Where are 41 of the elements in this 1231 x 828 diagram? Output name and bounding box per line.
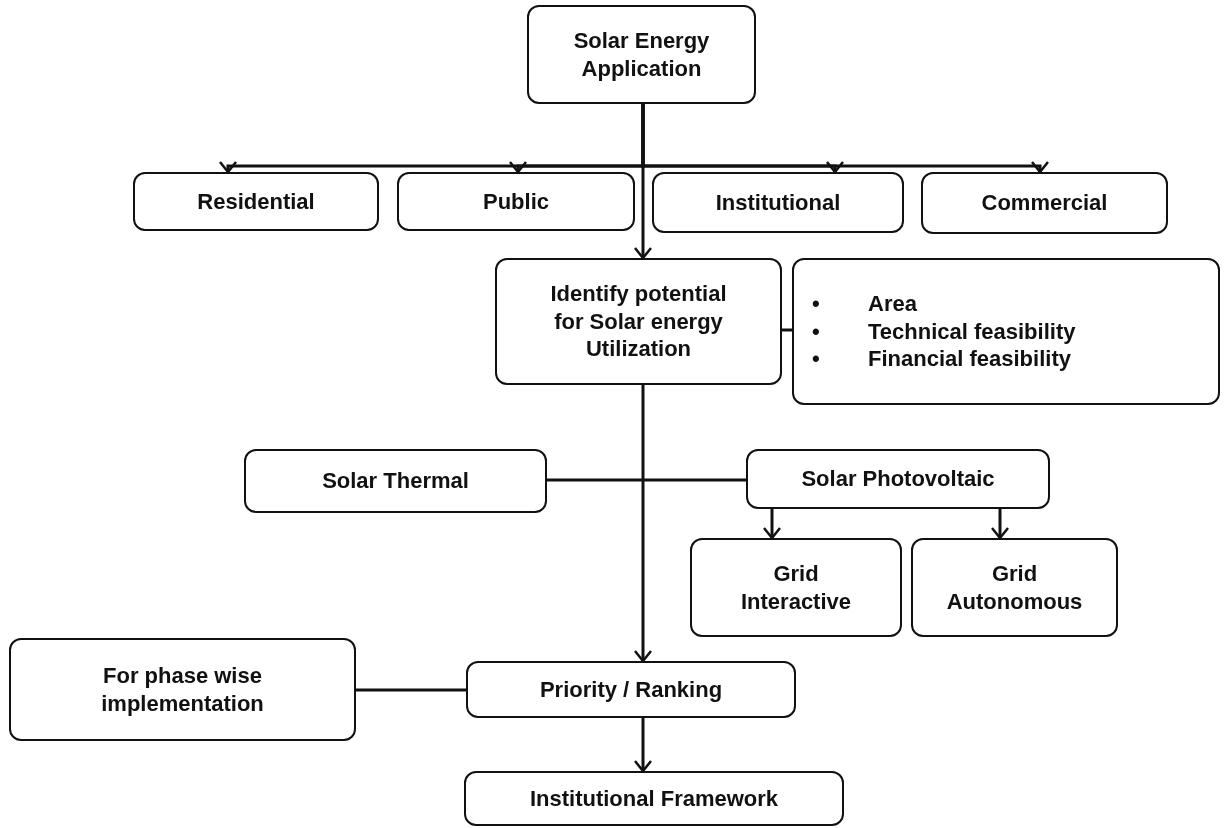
arrow	[990, 509, 1010, 540]
box-label: Residential	[197, 187, 315, 216]
connector-line	[547, 478, 746, 482]
box-label: Solar Energy Application	[572, 27, 711, 82]
bullet: •	[812, 317, 821, 346]
arrow	[633, 104, 653, 260]
bullet: •	[812, 345, 821, 373]
arrow	[633, 718, 653, 773]
arrow	[762, 509, 782, 540]
process-box	[397, 172, 635, 231]
list-item: Financial feasibility	[868, 345, 1072, 373]
process-box	[921, 172, 1168, 234]
arrow	[633, 385, 653, 663]
process-box	[466, 661, 796, 718]
box-label: Institutional Framework	[529, 784, 779, 813]
connector-line	[356, 688, 466, 692]
box-label: For phase wise implementation	[100, 662, 265, 717]
box-label: Grid Autonomous	[945, 560, 1084, 615]
process-box	[495, 258, 782, 385]
box-label: Priority / Ranking	[539, 675, 723, 704]
box-label: Solar Photovoltaic	[801, 465, 995, 493]
process-box	[746, 449, 1050, 509]
bullet-list-box	[792, 258, 1220, 405]
process-box	[244, 449, 547, 513]
process-box	[911, 538, 1118, 637]
list-item: Area	[868, 290, 918, 318]
box-label: Grid Interactive	[739, 560, 853, 615]
process-box	[464, 771, 844, 826]
process-box	[652, 172, 904, 233]
process-box	[690, 538, 902, 637]
process-box	[133, 172, 379, 231]
box-label: Public	[483, 187, 549, 216]
list-item: Technical feasibility	[868, 317, 1076, 346]
process-box	[527, 5, 756, 104]
box-label: Identify potential for Solar energy Utilization	[549, 280, 728, 363]
process-box	[9, 638, 356, 741]
connector-line	[782, 328, 792, 332]
bullet: •	[812, 290, 821, 318]
box-label: Commercial	[981, 189, 1108, 217]
box-label: Institutional	[715, 188, 841, 217]
box-label: Solar Thermal	[322, 467, 469, 495]
